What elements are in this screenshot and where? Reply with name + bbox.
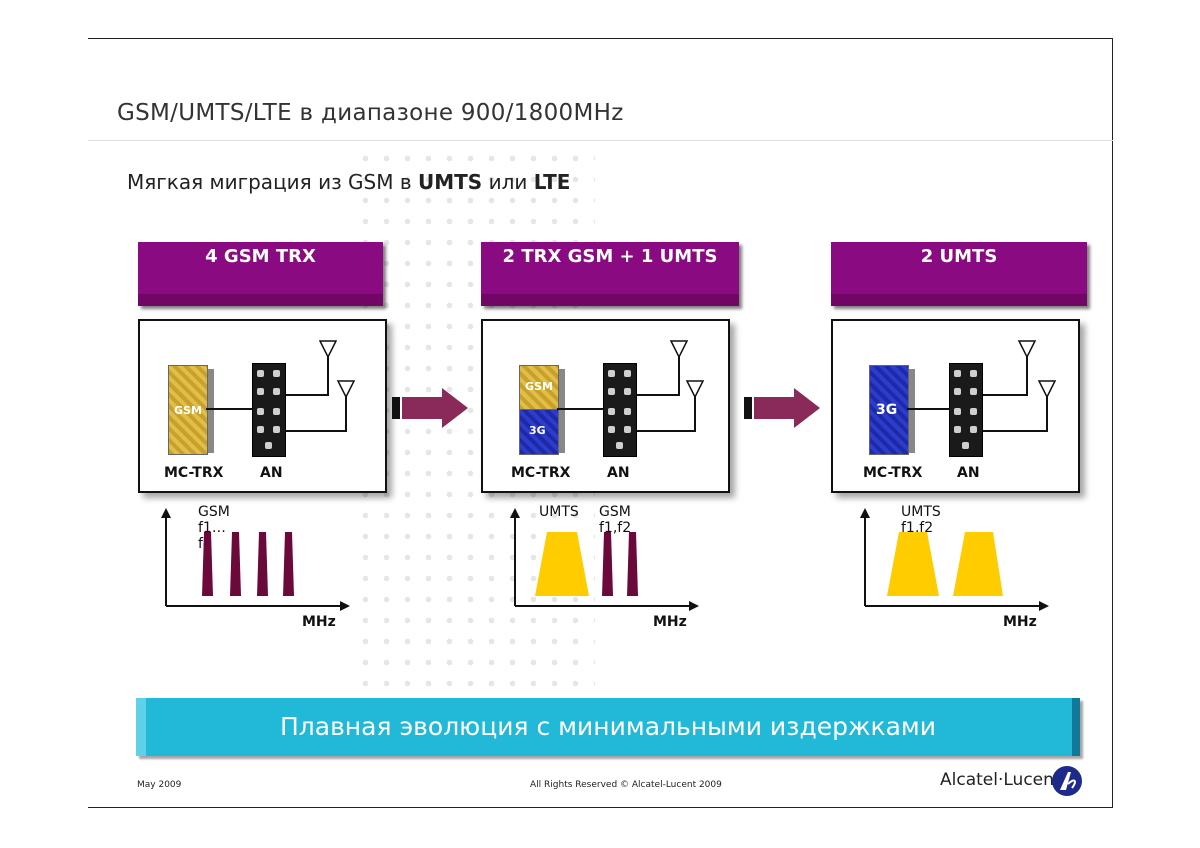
frame-top-line [88, 38, 1113, 39]
umts-carrier [953, 532, 1003, 596]
connection-lines [557, 340, 705, 432]
equipment-box: 3G MC-TRX AN [831, 319, 1080, 493]
gsm-carrier [257, 532, 268, 596]
module-side [557, 369, 565, 453]
footer-rights: All Rights Reserved © Alcatel-Lucent 200… [530, 780, 722, 790]
spectrum-chart [161, 508, 350, 611]
subtitle-lte: LTE [533, 170, 571, 194]
stage-banner-label: 4 GSM TRX [205, 246, 316, 267]
antenna-icon [685, 380, 705, 399]
alcatel-lucent-logo-icon [1052, 766, 1082, 796]
spectrum-chart [510, 508, 699, 611]
stage-banner: 2 UMTS [831, 242, 1087, 306]
label-an: AN [607, 465, 630, 481]
label-mc-trx: MC-TRX [863, 465, 923, 481]
module-label-3g: 3G [876, 402, 898, 418]
module-label-gsm: GSM [174, 404, 202, 417]
frame-bottom-line [88, 807, 1113, 808]
mc-trx-3g-module-icon: 3G [519, 409, 559, 455]
migration-arrow-icon [392, 388, 468, 428]
stage-gsm-umts: 2 TRX GSM + 1 UMTS GSM 3G MC-TRX AN UMTS… [481, 242, 739, 630]
antenna-icon [318, 340, 338, 359]
connection-lines [907, 340, 1057, 432]
module-label-gsm: GSM [525, 380, 553, 393]
antenna-network-icon [603, 363, 637, 457]
mc-trx-gsm-module-icon: GSM [519, 365, 559, 411]
gsm-carrier [230, 532, 241, 596]
gsm-carrier [627, 532, 638, 596]
label-mc-trx: MC-TRX [511, 465, 571, 481]
title-divider [88, 140, 1113, 141]
page-title: GSM/UMTS/LTE в диапазоне 900/1800MHz [117, 100, 624, 126]
label-mc-trx: MC-TRX [164, 465, 224, 481]
module-label-3g: 3G [529, 424, 546, 437]
umts-carrier [887, 532, 939, 596]
gsm-carrier [602, 532, 613, 596]
stage-gsm: 4 GSM TRX GSM MC-TRX AN GSM f1… f4 MHz [138, 242, 387, 630]
subtitle: Мягкая миграция из GSM в UMTS или LTE [127, 170, 570, 194]
antenna-icon [336, 380, 356, 399]
spectrum-label-umts: UMTS [539, 504, 579, 520]
frame-right-line [1112, 38, 1113, 808]
mhz-label: MHz [1003, 614, 1037, 630]
gsm-carrier [283, 532, 294, 596]
module-side [206, 369, 214, 453]
spectrum-chart [860, 508, 1049, 611]
mc-trx-module-icon: GSM [168, 365, 208, 455]
antenna-icon [1017, 340, 1037, 359]
connection-lines [206, 340, 356, 432]
summary-banner-text: Плавная эволюция с минимальными издержка… [279, 712, 937, 741]
subtitle-prefix: Мягкая миграция из GSM в [127, 170, 419, 194]
migration-arrow-icon [744, 388, 820, 428]
stage-banner: 2 TRX GSM + 1 UMTS [481, 242, 739, 306]
umts-carrier [535, 532, 589, 596]
equipment-box: GSM 3G MC-TRX AN [481, 319, 730, 493]
antenna-network-icon [949, 363, 983, 457]
equipment-box: GSM MC-TRX AN [138, 319, 387, 493]
label-an: AN [260, 465, 283, 481]
antenna-network-icon [252, 363, 286, 457]
stage-banner-label: 2 UMTS [920, 246, 998, 267]
label-an: AN [957, 465, 980, 481]
mhz-label: MHz [653, 614, 687, 630]
stage-banner: 4 GSM TRX [138, 242, 383, 306]
stage-umts: 2 UMTS 3G MC-TRX AN UMTS f1,f2 MHz [831, 242, 1087, 630]
mhz-label: MHz [302, 614, 336, 630]
module-side [907, 369, 915, 453]
antenna-icon [1037, 380, 1057, 399]
logo-text: Alcatel·Lucent [940, 770, 1061, 790]
subtitle-middle: или [482, 170, 534, 194]
subtitle-umts: UMTS [418, 170, 483, 194]
summary-banner: Плавная эволюция с минимальными издержка… [136, 698, 1080, 756]
gsm-carrier [202, 532, 213, 596]
stage-banner-label: 2 TRX GSM + 1 UMTS [502, 246, 718, 267]
footer-date: May 2009 [137, 780, 182, 790]
antenna-icon [669, 340, 689, 359]
